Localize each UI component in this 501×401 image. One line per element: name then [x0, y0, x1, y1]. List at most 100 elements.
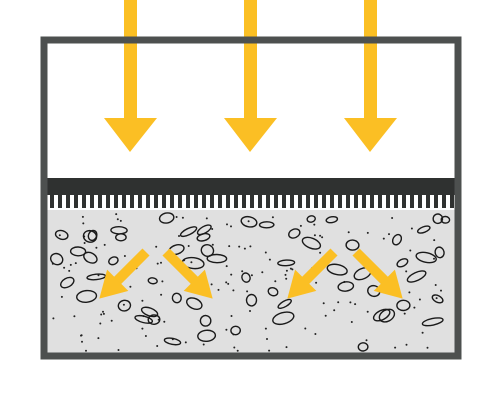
sand-dot — [80, 334, 82, 337]
grate-tooth — [226, 195, 230, 208]
pebble — [200, 243, 215, 258]
grate-tooth — [426, 195, 430, 208]
pebble — [206, 253, 228, 264]
sand-dot — [217, 288, 220, 291]
pebble — [267, 286, 279, 297]
sand-dot — [115, 213, 118, 216]
pebble — [372, 308, 391, 322]
sand-dot — [68, 269, 71, 272]
sand-dot — [433, 257, 435, 260]
sand-dot — [264, 251, 267, 254]
pebble — [406, 270, 427, 283]
grate-tooth — [362, 195, 366, 208]
pebble — [54, 229, 69, 241]
pebble — [49, 252, 64, 266]
pebble — [337, 281, 355, 292]
sand-dot — [349, 301, 352, 304]
sand-dot — [210, 283, 213, 286]
grate-tooth — [186, 195, 190, 208]
pebble — [421, 317, 444, 327]
sand-dot — [408, 291, 411, 294]
grate-tooth — [50, 195, 54, 208]
grate-tooth — [106, 195, 110, 208]
sand-dot — [74, 262, 77, 265]
sand-dot — [261, 271, 264, 274]
grate-tooth — [130, 195, 134, 208]
pebble — [163, 337, 182, 346]
sand-dot — [249, 310, 251, 312]
sand-dot — [205, 217, 208, 220]
sand-dot — [388, 233, 390, 236]
sand-dot — [284, 273, 287, 276]
sand-dot — [421, 331, 424, 334]
grate-tooth — [114, 195, 118, 208]
grate-tooth — [394, 195, 398, 208]
sand-dot — [184, 341, 187, 344]
sand-dot — [268, 349, 271, 352]
sand-dot — [418, 298, 421, 301]
grate-tooth — [354, 195, 358, 208]
grate-tooth — [218, 195, 222, 208]
grate-tooth — [314, 195, 318, 208]
grate-tooth — [242, 195, 246, 208]
sand-dot — [289, 267, 292, 270]
sand-dot — [268, 258, 271, 261]
pebble — [158, 212, 175, 224]
sand-dot — [266, 338, 268, 340]
sand-dot — [123, 255, 126, 257]
grate-tooth — [370, 195, 374, 208]
sand-dot — [350, 321, 353, 323]
sand-dot — [99, 322, 102, 325]
sand-dot — [63, 266, 66, 269]
grate-tooth — [74, 195, 78, 208]
sand-dot — [285, 346, 288, 349]
tank-frame — [40, 36, 462, 360]
pebble — [301, 236, 322, 250]
sand-dot — [238, 245, 241, 248]
pebble — [196, 224, 212, 236]
pebble — [391, 233, 403, 246]
pebble — [432, 213, 444, 225]
sand-dot — [434, 284, 437, 286]
sand-dot — [322, 302, 325, 305]
grate-tooth — [210, 195, 214, 208]
sand-dot — [243, 247, 246, 250]
sand-dot — [225, 281, 228, 284]
grate-tooth — [202, 195, 206, 208]
sand-dot — [227, 282, 230, 285]
sand-dot — [69, 263, 72, 266]
sand-dot — [250, 274, 253, 277]
pebble — [134, 314, 154, 324]
pebble — [258, 221, 275, 229]
sand-dot — [95, 246, 98, 249]
sand-dot — [241, 270, 244, 273]
pebble — [196, 232, 211, 242]
grate-tooth — [330, 195, 334, 208]
pebble — [415, 251, 437, 264]
sand-dot — [413, 306, 416, 309]
sand-dot — [58, 234, 61, 237]
sand-dot — [382, 237, 385, 240]
pebble — [345, 239, 360, 251]
sand-dot — [249, 245, 252, 248]
sand-dot — [211, 228, 214, 230]
sand-dot — [315, 281, 318, 284]
sand-dot — [246, 290, 249, 293]
sand-dot — [313, 234, 316, 237]
sand-dot — [103, 243, 106, 246]
grate-tooth — [266, 195, 270, 208]
grate-tooth — [170, 195, 174, 208]
sand-dot — [236, 349, 239, 352]
pebble — [288, 228, 301, 239]
sand-dot — [321, 236, 324, 239]
sand-dot — [271, 216, 274, 219]
pebble — [140, 306, 159, 318]
down-left-arrow-icon — [99, 248, 150, 299]
grate-tooth — [146, 195, 150, 208]
pebble — [179, 226, 198, 238]
sand-dot — [354, 303, 357, 306]
sand-dot — [156, 345, 159, 347]
grate-tooth — [258, 195, 262, 208]
grate-tooth — [306, 195, 310, 208]
sand-dot — [141, 327, 144, 330]
